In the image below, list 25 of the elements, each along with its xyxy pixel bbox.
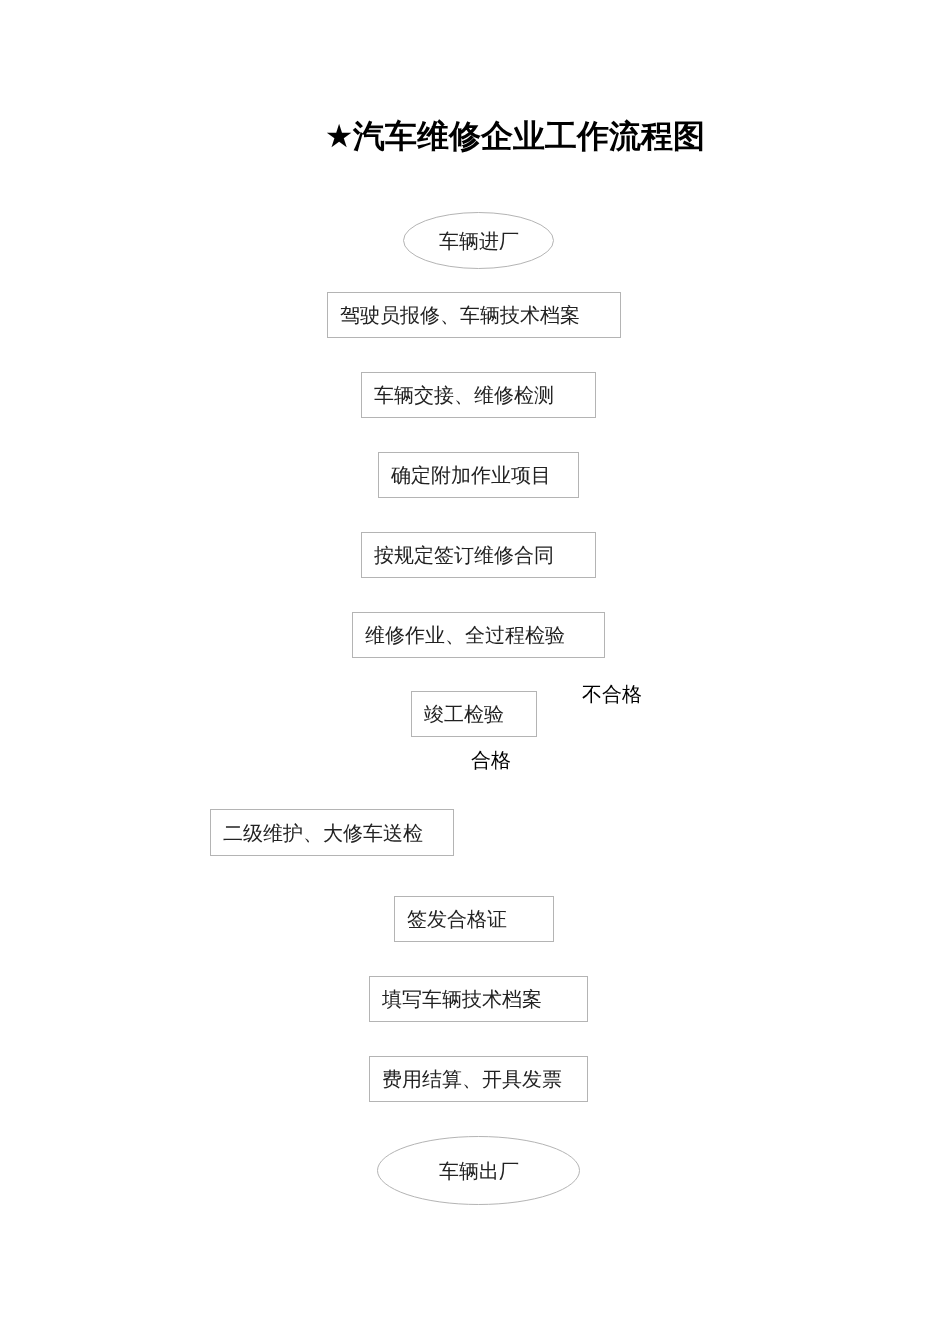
process-box	[394, 896, 554, 942]
node-text: 确定附加作业项目	[391, 462, 551, 488]
result-label: 合格	[471, 747, 511, 773]
process-box	[411, 691, 537, 737]
node-text: 驾驶员报修、车辆技术档案	[340, 302, 580, 328]
node-text: 费用结算、开具发票	[382, 1066, 562, 1092]
node-text: 签发合格证	[407, 906, 507, 932]
process-box	[210, 809, 454, 856]
process-box	[369, 1056, 588, 1102]
node-text: 车辆进厂	[438, 227, 519, 254]
process-box	[369, 976, 588, 1022]
process-box	[361, 532, 596, 578]
process-box	[352, 612, 605, 658]
result-label: 不合格	[582, 681, 642, 707]
process-box	[378, 452, 579, 498]
process-box	[361, 372, 596, 418]
diagram-title: ★汽车维修企业工作流程图	[323, 116, 707, 157]
process-box	[327, 292, 621, 338]
node-text: 二级维护、大修车送检	[223, 819, 423, 846]
node-text: 车辆出厂	[438, 1157, 519, 1184]
node-text: 车辆交接、维修检测	[374, 382, 554, 408]
node-text: 填写车辆技术档案	[382, 986, 542, 1012]
node-text: 维修作业、全过程检验	[365, 622, 565, 648]
node-text: 按规定签订维修合同	[374, 542, 554, 568]
node-text: 竣工检验	[424, 701, 504, 727]
